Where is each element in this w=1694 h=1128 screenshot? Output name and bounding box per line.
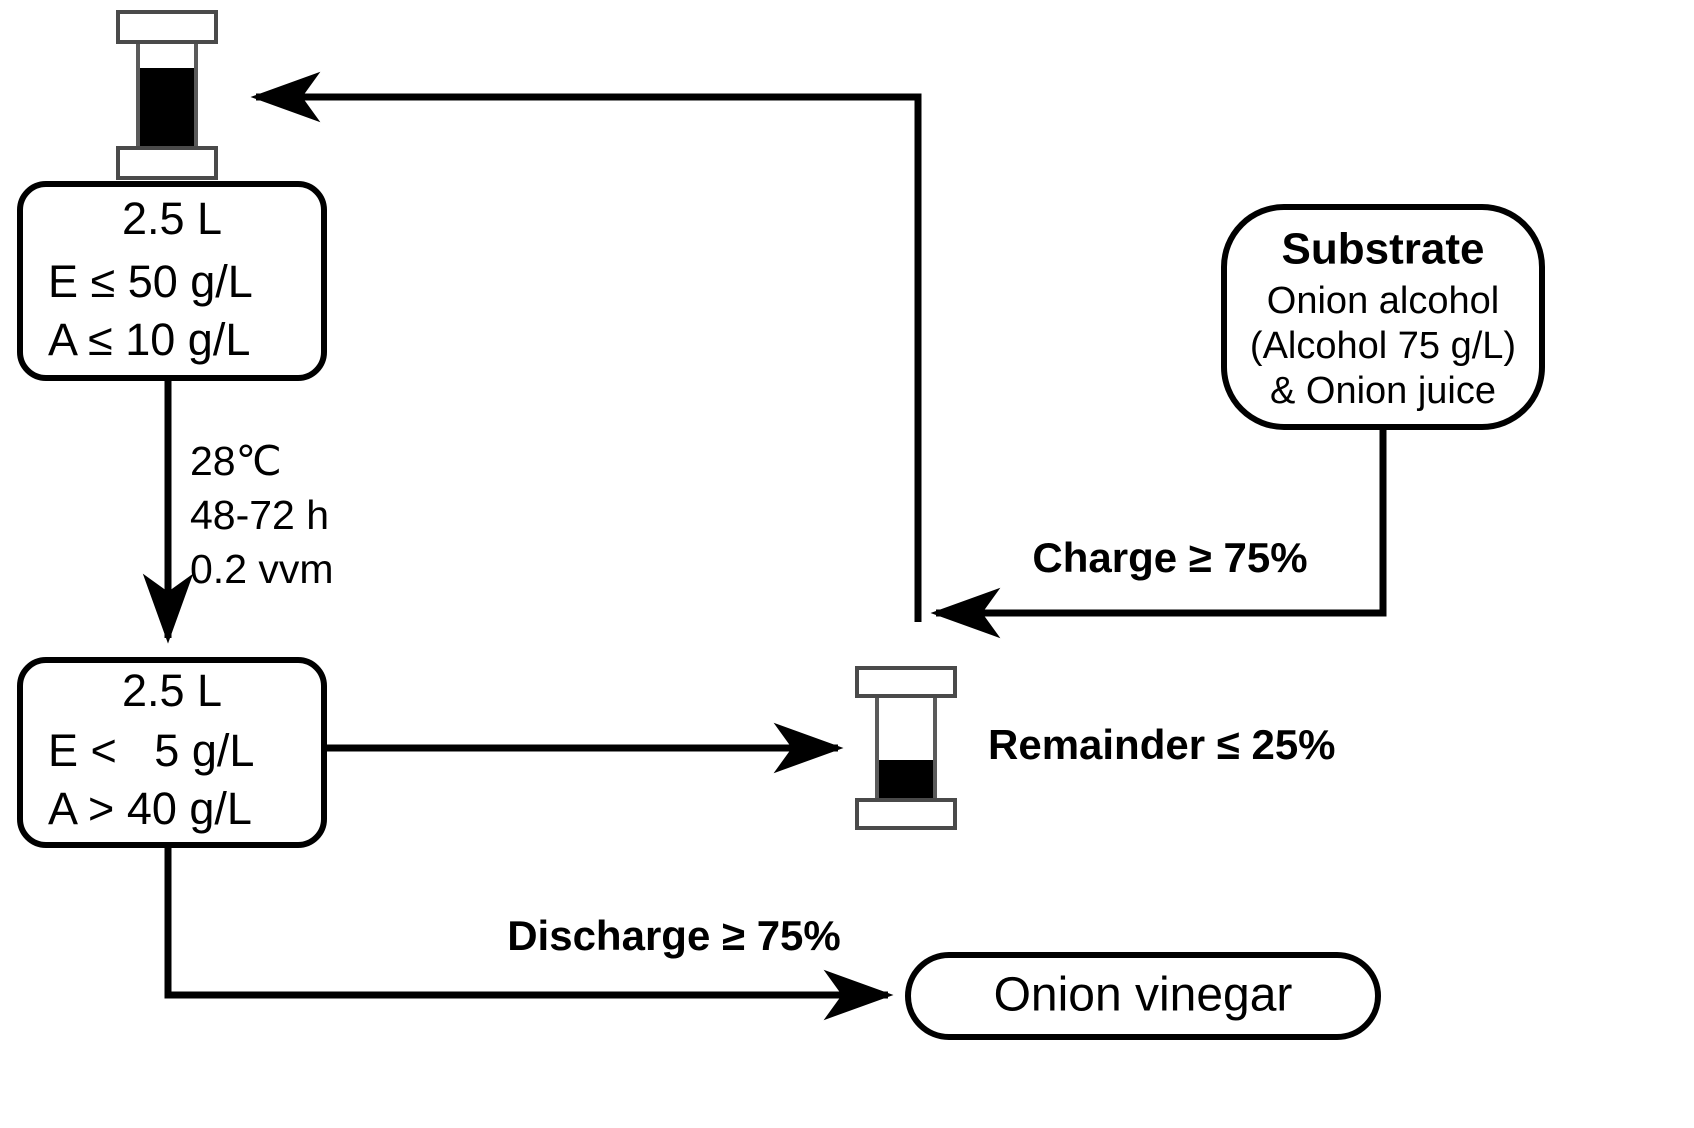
bioreactor-vessel-icon-top (116, 10, 218, 180)
edge-label-discharge: Discharge ≥ 75% (507, 912, 841, 959)
product-node (905, 952, 1381, 1040)
vessel-bottom-flange (116, 146, 218, 180)
vessel-liquid-top (140, 68, 194, 158)
condition-aeration: 0.2 vvm (190, 546, 334, 592)
edge-label-remainder: Remainder ≤ 25% (988, 721, 1336, 768)
vessel-bottom-flange-remainder (855, 798, 957, 830)
substrate-line-2: (Alcohol 75 g/L) (1250, 325, 1516, 367)
edge-label-charge: Charge ≥ 75% (1032, 534, 1307, 581)
stage-initial-acid: A ≤ 10 g/L (48, 314, 250, 365)
product-label: Onion vinegar (994, 969, 1293, 1022)
vessel-top-flange-remainder (855, 666, 957, 698)
substrate-box (1221, 204, 1545, 430)
stage-final-ethanol: E < 5 g/L (48, 725, 254, 776)
vessel-top-flange (116, 10, 218, 44)
edge-discharge-arrow (164, 847, 894, 1021)
stage-initial-volume: 2.5 L (122, 193, 222, 244)
substrate-title: Substrate (1282, 225, 1485, 274)
bioreactor-vessel-icon-remainder (855, 666, 957, 830)
edge-charge-arrow (930, 429, 1387, 639)
condition-duration: 48-72 h (190, 492, 329, 538)
substrate-line-3: & Onion juice (1270, 370, 1496, 412)
stage-final-volume: 2.5 L (122, 665, 222, 716)
substrate-line-1: Onion alcohol (1267, 280, 1499, 322)
stage-final-acid: A > 40 g/L (48, 783, 252, 834)
stage-initial-ethanol: E ≤ 50 g/L (48, 256, 253, 307)
stage-initial-box (17, 181, 327, 381)
condition-temperature: 28℃ (190, 438, 282, 484)
edge-recycle-arrow (250, 71, 922, 622)
stage-final-box (17, 657, 327, 848)
